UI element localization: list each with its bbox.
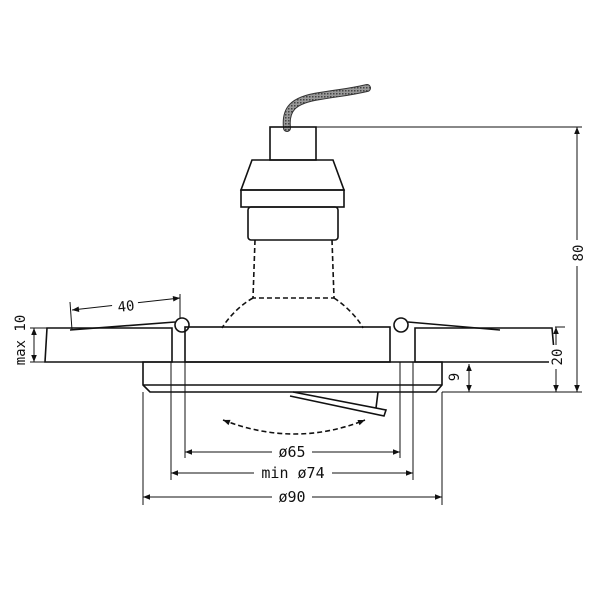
dim-label-9: 9 bbox=[447, 373, 463, 381]
dim-label-diameter-65: ø65 bbox=[278, 443, 305, 461]
dim-label-min-diameter-74: min ø74 bbox=[261, 464, 324, 482]
ceiling-right bbox=[414, 327, 556, 363]
lamp-socket bbox=[239, 126, 346, 241]
tilt-lever bbox=[289, 391, 388, 417]
dim-label-diameter-90: ø90 bbox=[278, 488, 305, 506]
tilt-arc bbox=[222, 419, 366, 435]
dim-label-max10: max 10 bbox=[13, 315, 29, 366]
ceiling-left bbox=[44, 327, 173, 363]
dim-label-80: 80 bbox=[571, 245, 587, 262]
dim-label-20: 20 bbox=[550, 349, 566, 366]
dim-label-40: 40 bbox=[117, 298, 135, 316]
spring-clip-left bbox=[69, 317, 190, 333]
fixture-body bbox=[142, 326, 443, 393]
lamp-bulb-hidden bbox=[221, 239, 364, 329]
spring-clip-right bbox=[393, 317, 501, 333]
